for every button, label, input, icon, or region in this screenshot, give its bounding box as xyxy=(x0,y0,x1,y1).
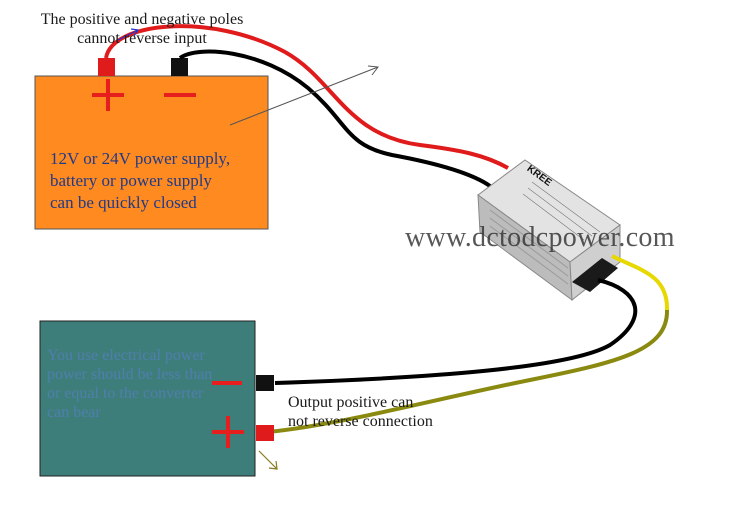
arrow-icon xyxy=(258,450,278,470)
website-watermark: www.dctodcpower.com xyxy=(405,222,675,253)
load-positive-terminal xyxy=(256,425,274,441)
power-supply-box xyxy=(34,75,269,230)
supply-negative-terminal xyxy=(171,58,188,76)
output-polarity-note: Output positive can not reverse connecti… xyxy=(288,394,433,430)
arrow-icon xyxy=(229,65,379,126)
plus-icon xyxy=(212,416,244,448)
plus-icon xyxy=(92,79,124,111)
minus-icon xyxy=(164,93,196,97)
converter-brand-label: KREE xyxy=(524,163,554,189)
arrow-icon xyxy=(117,28,140,41)
load-label: You use electrical power power should be… xyxy=(47,347,213,421)
output-negative-wire xyxy=(274,278,638,385)
load-box xyxy=(39,320,256,477)
load-negative-terminal xyxy=(256,375,274,391)
supply-positive-terminal xyxy=(98,58,115,76)
output-positive-wire xyxy=(267,309,670,434)
converter-module: KREE xyxy=(477,159,621,302)
power-supply-label: 12V or 24V power supply, battery or powe… xyxy=(50,149,231,212)
input-negative-wire xyxy=(178,49,492,188)
minus-icon xyxy=(212,381,242,385)
input-polarity-note: The positive and negative poles cannot r… xyxy=(40,11,244,47)
output-yellow-lead xyxy=(611,254,670,311)
input-positive-wire xyxy=(104,24,509,170)
